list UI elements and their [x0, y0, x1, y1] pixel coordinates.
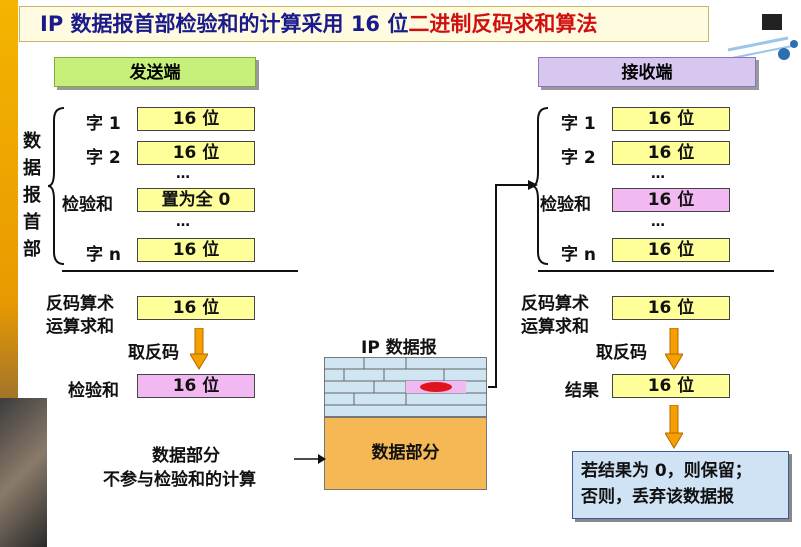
sender-checksum-row-box: 置为全 0	[137, 188, 255, 212]
sender-down-arrow-icon	[190, 328, 208, 370]
sender-sum-label-1: 反码算术	[46, 294, 114, 314]
datagram-note-2: 不参与检验和的计算	[103, 470, 256, 490]
receiver-complement-label: 取反码	[596, 343, 647, 363]
sender-checksum-row-label: 检验和	[62, 195, 113, 215]
sender-brace-icon	[48, 107, 65, 265]
decision-line-1: 若结果为 0，则保留；	[581, 461, 752, 481]
receiver-sum-box: 16 位	[612, 296, 730, 320]
receiver-ellipsis: …	[651, 214, 665, 230]
datagram-label: IP 数据报	[361, 338, 437, 358]
receiver-checksum-row-label: 检验和	[540, 195, 591, 215]
receiver-down-arrow-icon	[665, 328, 683, 370]
decision-line-2: 否则，丢弃该数据报	[581, 487, 734, 507]
sender-word1-label: 字 1	[86, 114, 121, 134]
sender-sum-box: 16 位	[137, 296, 255, 320]
receiver-sum-label-2: 运算求和	[521, 317, 589, 337]
receiver-word1-label: 字 1	[561, 114, 596, 134]
datagram-data-part: 数据部分	[324, 417, 487, 490]
sender-wordn-label: 字 n	[86, 245, 122, 265]
datagram-to-receiver-arrow-icon	[488, 180, 538, 388]
receiver-wordn-label: 字 n	[561, 245, 597, 265]
vertical-char: 报	[23, 185, 41, 206]
network-logo-icon	[727, 14, 798, 60]
title-bar	[19, 6, 709, 42]
vertical-char: 部	[23, 239, 41, 260]
vertical-char: 首	[23, 212, 41, 233]
receiver-decision-arrow-icon	[665, 405, 683, 449]
sender-wordn-box: 16 位	[137, 238, 255, 262]
note-pointer-arrow-icon	[294, 454, 326, 464]
receiver-sum-rule	[538, 270, 774, 272]
vertical-char: 数	[23, 131, 41, 152]
sender-checksum-box: 16 位	[137, 374, 255, 398]
sender-ellipsis: …	[176, 166, 190, 182]
sender-complement-label: 取反码	[128, 343, 179, 363]
sender-vertical-label: 数 据 报 首 部	[22, 128, 42, 263]
sender-word2-label: 字 2	[86, 148, 121, 168]
sender-sum-rule	[62, 270, 298, 272]
receiver-word2-label: 字 2	[561, 148, 596, 168]
sender-sum-label-2: 运算求和	[46, 317, 114, 337]
sender-checksum-label: 检验和	[68, 381, 119, 401]
sender-header: 发送端	[54, 57, 256, 87]
receiver-result-box: 16 位	[612, 374, 730, 398]
vertical-char: 据	[23, 158, 41, 179]
title-prefix: IP 数据报首部检验和的计算采用 16 位	[40, 12, 409, 36]
datagram-header-grid-icon	[324, 357, 487, 406]
receiver-checksum-row-box: 16 位	[612, 188, 730, 212]
receiver-decision-box: 若结果为 0，则保留； 否则，丢弃该数据报	[572, 451, 789, 519]
title-highlight: 二进制反码求和算法	[408, 12, 598, 36]
receiver-ellipsis: …	[651, 166, 665, 182]
sender-ellipsis: …	[176, 214, 190, 230]
receiver-wordn-box: 16 位	[612, 238, 730, 262]
receiver-header: 接收端	[538, 57, 756, 87]
receiver-result-label: 结果	[565, 381, 599, 401]
presenter-video-thumbnail	[0, 398, 47, 547]
receiver-sum-label-1: 反码算术	[521, 294, 589, 314]
receiver-brace-icon	[532, 107, 549, 265]
datagram-note-1: 数据部分	[152, 446, 220, 466]
sender-word1-box: 16 位	[137, 107, 255, 131]
slide-title: IP 数据报首部检验和的计算采用 16 位二进制反码求和算法	[40, 8, 597, 38]
receiver-word2-box: 16 位	[612, 141, 730, 165]
sender-word2-box: 16 位	[137, 141, 255, 165]
receiver-word1-box: 16 位	[612, 107, 730, 131]
